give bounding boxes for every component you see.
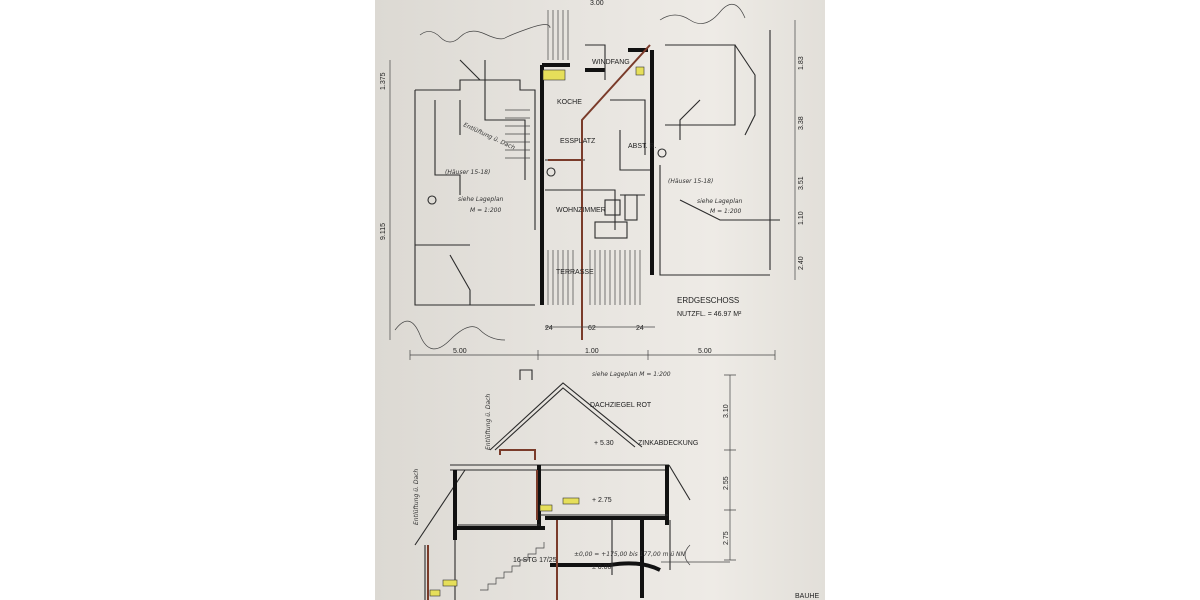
- floor-area: NUTZFL. = 46.97 M²: [677, 311, 742, 318]
- vent-note-left: Entlüftung ü. Dach: [413, 469, 420, 525]
- room-living: WOHNZIMMER: [556, 207, 606, 214]
- sanitary-fixture: [442, 579, 458, 587]
- roof-label: DACHZIEGEL ROT: [590, 402, 652, 409]
- room-terrace: TERRASSE: [556, 269, 594, 276]
- note-lageplan-right: siehe Lageplan: [697, 198, 743, 205]
- level-ground: ± 0.00: [592, 564, 612, 571]
- dim-section-3: 2.75: [723, 531, 730, 545]
- floor-title: ERDGESCHOSS: [677, 296, 739, 305]
- sanitary-fixture: [539, 504, 553, 512]
- room-storage: ABST. R.: [628, 143, 656, 150]
- elevation-note: ±0,00 = +175,00 bis 177,00 m ü NN: [574, 551, 686, 558]
- note-scale-left: M = 1:200: [470, 207, 501, 214]
- dim-right-3: 3.51: [798, 176, 805, 190]
- dim-bottom-right: 5.00: [698, 348, 712, 355]
- dim-bottom-left: 5.00: [453, 348, 467, 355]
- dim-left-1: 1.375: [380, 72, 387, 90]
- sanitary-fixture: [429, 589, 441, 597]
- dim-left-2: 9.115: [380, 223, 387, 240]
- note-houses-left: (Häuser 15-18): [445, 169, 490, 176]
- level-mid: + 2.75: [592, 497, 612, 504]
- kitchen-fixture: [542, 69, 566, 81]
- vent-pipe: [581, 44, 651, 340]
- dim-right-4: 2.40: [798, 256, 805, 270]
- room-windfang: WINDFANG: [592, 59, 630, 66]
- dim-62: 62: [588, 325, 596, 332]
- utility-symbol-icon: [657, 148, 667, 158]
- dim-section-2: 2.55: [723, 476, 730, 490]
- note-scale-right: M = 1:200: [710, 208, 741, 215]
- note-lageplan-left: siehe Lageplan: [458, 196, 504, 203]
- cap-label: ZINKABDECKUNG: [638, 440, 698, 447]
- building-section: DACHZIEGEL ROT ZINKABDECKUNG + 5.30 + 2.…: [413, 369, 819, 600]
- room-kitchen: KOCHE: [557, 99, 582, 106]
- note-houses-right: (Häuser 15-18): [668, 178, 713, 185]
- utility-symbol-icon: [427, 195, 437, 205]
- level-top: + 5.30: [594, 440, 614, 447]
- dim-small-24a: 24: [545, 325, 553, 332]
- stair-label: 16 STG 17/25: [513, 557, 557, 564]
- dim-right-5: 1.10: [798, 211, 805, 225]
- wc-fixture: [635, 66, 645, 76]
- sanitary-fixture: [562, 497, 580, 505]
- dim-bottom-mid: 1.00: [585, 348, 599, 355]
- dim-right-1: 1.83: [798, 56, 805, 70]
- dim-top: 3.00: [590, 0, 604, 7]
- vent-note-mid: Entlüftung ü. Dach: [485, 394, 492, 450]
- room-dining: ESSPLATZ: [560, 138, 596, 145]
- floor-plan: WINDFANG KOCHE ESSPLATZ ABST. R. WOHNZIM…: [380, 0, 805, 378]
- note-lageplan-main: siehe Lageplan M = 1:200: [592, 371, 671, 378]
- dim-small-24b: 24: [636, 325, 644, 332]
- dim-right-2: 3.38: [798, 116, 805, 130]
- cut-off-text: BAUHE: [795, 593, 819, 600]
- utility-symbol-icon: [546, 167, 556, 177]
- dim-section-1: 3.10: [723, 404, 730, 418]
